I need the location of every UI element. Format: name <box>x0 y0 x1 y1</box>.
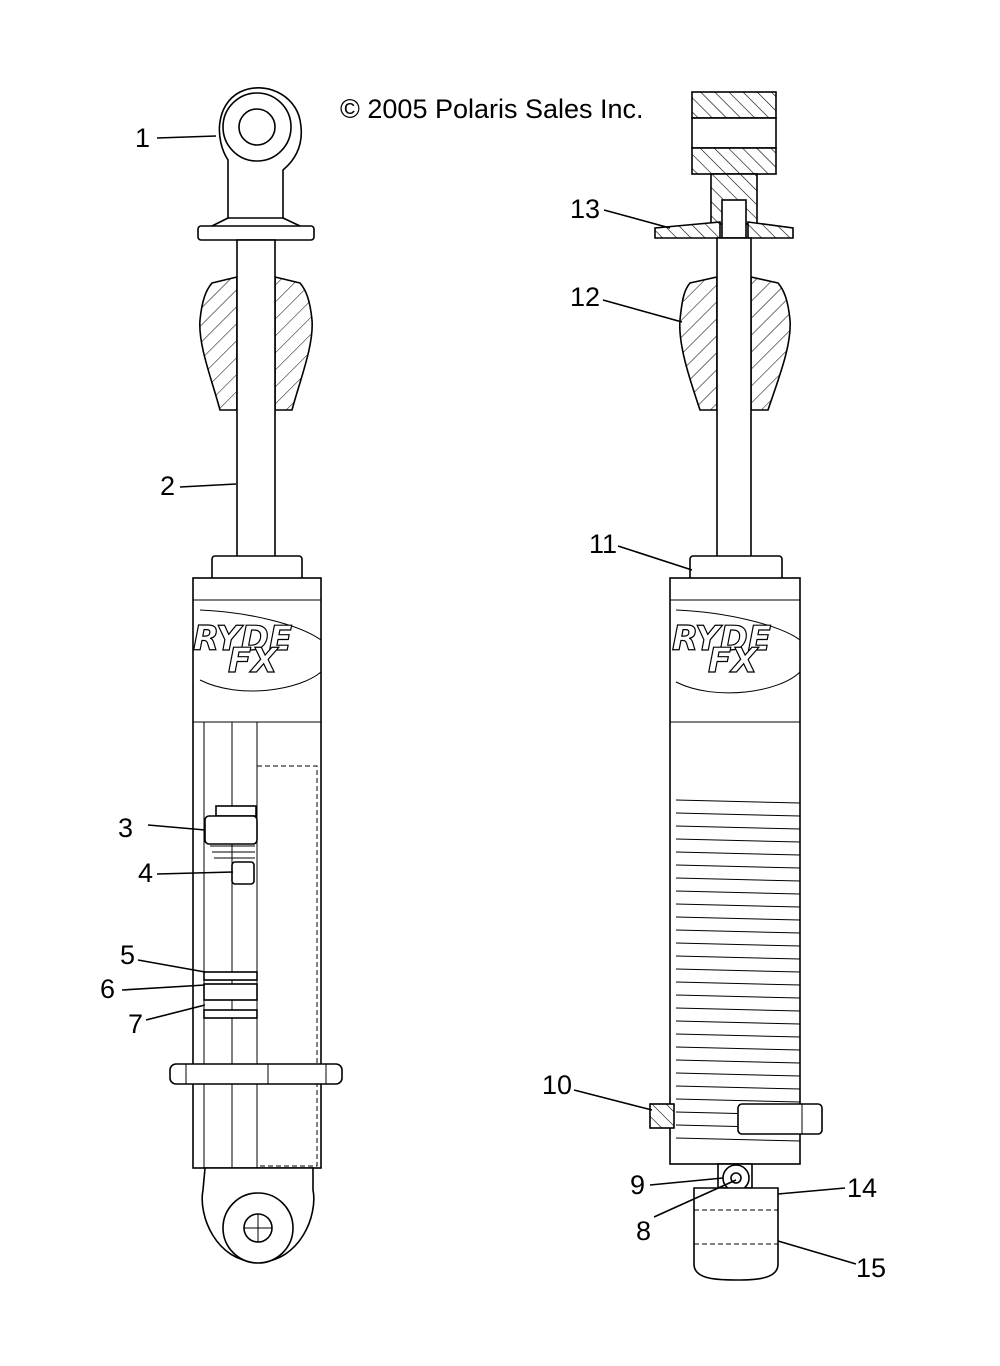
callout-12: 12 <box>570 282 600 312</box>
thread-line <box>675 890 801 895</box>
thread-line <box>675 1072 801 1077</box>
shaft <box>236 239 276 559</box>
thread-line <box>675 1020 801 1025</box>
callout-11: 11 <box>589 529 617 559</box>
brand-logo-right: RYDE FX <box>671 609 801 694</box>
brand-logo: RYDE FX <box>192 609 322 692</box>
callout-2: 2 <box>160 471 175 501</box>
thread-line <box>675 799 801 804</box>
thread-line <box>675 877 801 882</box>
callout-3: 3 <box>118 813 133 843</box>
thread-line <box>675 851 801 856</box>
thread-line <box>675 1046 801 1051</box>
thread-line <box>675 955 801 960</box>
svg-text:FX: FX <box>228 641 279 681</box>
top-eyelet <box>197 87 315 241</box>
bottom-eyelet-right <box>693 1163 779 1281</box>
shock-body-right <box>669 577 801 1165</box>
callout-9: 9 <box>630 1170 645 1200</box>
bump-stop-right <box>679 276 791 411</box>
left-shock-assembly: RYDE FX <box>169 87 343 1264</box>
callout-13: 13 <box>570 194 600 224</box>
top-eyelet-section <box>691 91 777 239</box>
thread-line <box>675 1085 801 1090</box>
thread-line <box>675 1033 801 1038</box>
thread-line <box>675 838 801 843</box>
thread-line <box>675 812 801 817</box>
cutaway-internals <box>203 722 318 1168</box>
callout-1: 1 <box>135 123 150 153</box>
thread-line <box>675 864 801 869</box>
right-shock-assembly: RYDE FX <box>649 91 823 1281</box>
copyright-text: © 2005 Polaris Sales Inc. <box>340 94 644 124</box>
seal-head-nut <box>211 555 303 581</box>
spring-collar <box>169 1063 343 1085</box>
callout-7: 7 <box>128 1009 143 1039</box>
callout-6: 6 <box>100 974 115 1004</box>
thread-line <box>675 994 801 999</box>
callout-15: 15 <box>856 1253 886 1283</box>
bump-stop <box>199 275 313 411</box>
bottom-eyelet <box>201 1167 315 1264</box>
thread-line <box>675 1137 801 1142</box>
svg-text:RYDE: RYDE <box>672 619 771 659</box>
seal-head-nut-right <box>689 555 783 581</box>
callout-5: 5 <box>120 940 135 970</box>
thread-line <box>675 1007 801 1012</box>
callout-14: 14 <box>847 1173 877 1203</box>
thread-line <box>675 1059 801 1064</box>
shaft-right <box>716 237 752 559</box>
callouts: 1 2 3 4 5 6 7 8 9 10 11 12 13 14 15 <box>100 123 886 1283</box>
callout-8: 8 <box>636 1216 651 1246</box>
thread-line <box>675 981 801 986</box>
thread-line <box>675 929 801 934</box>
thread-line <box>675 942 801 947</box>
threaded-body <box>675 799 801 1142</box>
thread-line <box>675 968 801 973</box>
thread-line <box>675 903 801 908</box>
thread-line <box>675 1098 801 1103</box>
svg-text:FX: FX <box>708 641 759 681</box>
thread-line <box>675 916 801 921</box>
thread-line <box>675 825 801 830</box>
callout-4: 4 <box>138 858 153 888</box>
spring-collar-right <box>649 1103 823 1135</box>
callout-10: 10 <box>542 1070 572 1100</box>
svg-text:RYDE: RYDE <box>193 619 292 659</box>
